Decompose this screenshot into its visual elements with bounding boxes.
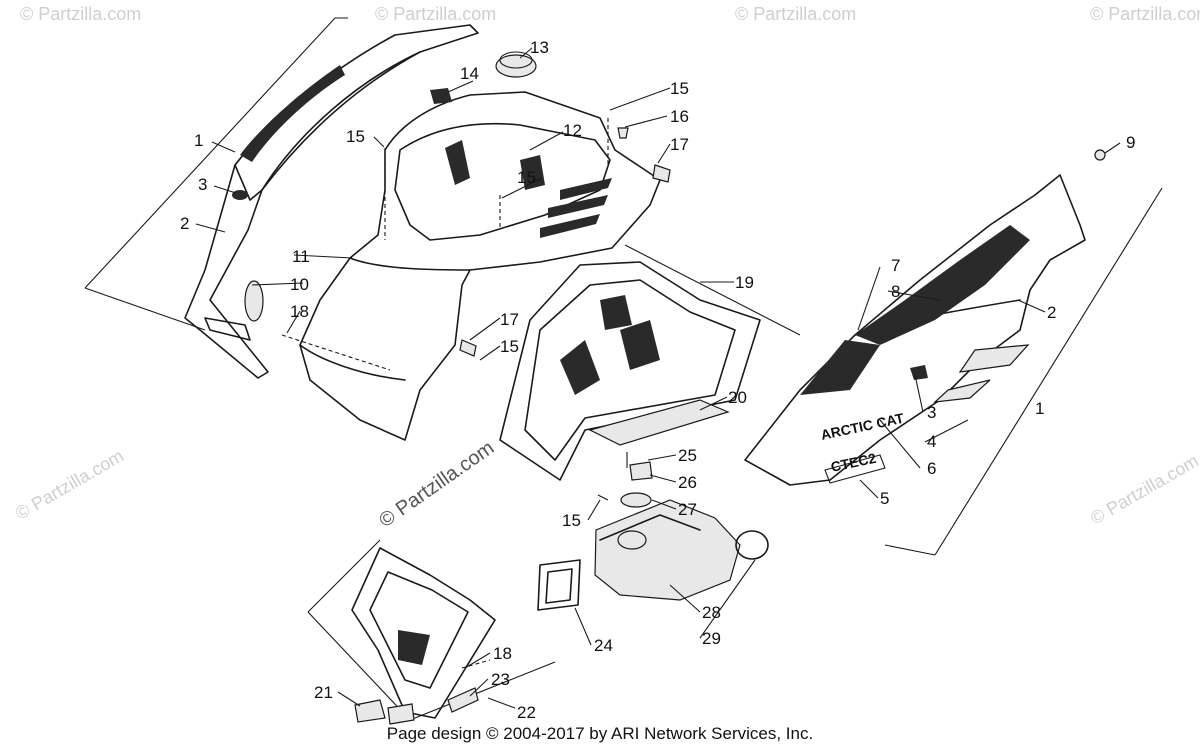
seal-27	[620, 492, 652, 508]
callout-17-mid: 17	[500, 310, 519, 329]
callout-26: 26	[678, 473, 697, 492]
callout-22: 22	[517, 703, 536, 722]
plug-14	[430, 88, 452, 104]
callout-27: 27	[678, 500, 697, 519]
right-panel-decal-4	[958, 344, 1030, 373]
callout-24: 24	[594, 636, 613, 655]
callout-20: 20	[728, 388, 747, 407]
grommet-13	[495, 54, 537, 78]
right-panel-grommet-3	[910, 365, 928, 380]
callout-10: 10	[290, 275, 309, 294]
callout-15-mid: 15	[500, 337, 519, 356]
callout-2-left: 2	[180, 214, 189, 233]
clip-9	[1094, 149, 1106, 161]
callout-6: 6	[927, 459, 936, 478]
decal-23	[447, 687, 479, 713]
storage-tray	[499, 244, 801, 481]
intake-boot-28	[594, 499, 741, 601]
callout-29: 29	[702, 629, 721, 648]
callout-3-left: 3	[198, 175, 207, 194]
clip-16	[617, 127, 629, 139]
callout-1-right: 1	[1035, 399, 1044, 418]
callout-28: 28	[702, 603, 721, 622]
callout-14: 14	[460, 64, 479, 83]
callout-5: 5	[880, 489, 889, 508]
callout-13: 13	[530, 38, 549, 57]
callout-7: 7	[891, 256, 900, 275]
left-panel-grommet-3	[232, 190, 248, 200]
callout-4: 4	[927, 432, 936, 451]
watermark-center: © Partzilla.com	[375, 437, 498, 532]
callout-15-center: 15	[517, 168, 536, 187]
watermark-top-left: © Partzilla.com	[20, 4, 141, 24]
brand-decal-6: ARCTIC CAT	[819, 410, 905, 443]
watermark-top-center-left: © Partzilla.com	[375, 4, 496, 24]
callout-15-top-right: 15	[670, 79, 689, 98]
front-hood	[281, 51, 671, 441]
callout-8: 8	[891, 282, 900, 301]
bracket-21	[354, 699, 386, 723]
callout-11: 11	[292, 247, 310, 266]
watermark-mid-left: © Partzilla.com	[12, 445, 127, 523]
callout-3-right: 3	[927, 403, 936, 422]
callout-19: 19	[735, 273, 754, 292]
callout-23: 23	[491, 670, 510, 689]
right-side-panel: ARCTIC CAT CTEC2	[744, 149, 1163, 556]
callout-labels: 1 3 2 10 18 11 14 13 12 15 15 15 16 17 1…	[180, 38, 1135, 722]
callout-15-bottom: 15	[562, 511, 581, 530]
callout-2-right: 2	[1047, 303, 1056, 322]
watermark-top-center-right: © Partzilla.com	[735, 4, 856, 24]
callout-17-top: 17	[670, 135, 689, 154]
watermark-top-right: © Partzilla.com	[1090, 4, 1200, 24]
air-intake	[537, 452, 769, 611]
left-side-panel	[84, 17, 479, 379]
left-panel-seal-10	[244, 280, 264, 322]
gasket-24	[537, 559, 581, 611]
bracket-17	[652, 164, 671, 183]
callout-15-left: 15	[346, 127, 365, 146]
lower-front-cover	[307, 539, 556, 725]
callout-18-top: 18	[290, 302, 309, 321]
callout-25: 25	[678, 446, 697, 465]
callout-18-bottom: 18	[493, 644, 512, 663]
callout-lines	[195, 47, 1121, 709]
tray-mat-20	[588, 399, 730, 446]
page-footer: Page design © 2004-2017 by ARI Network S…	[386, 724, 814, 743]
callout-16: 16	[670, 107, 689, 126]
callout-9: 9	[1126, 133, 1135, 152]
watermark-mid-right: © Partzilla.com	[1087, 450, 1200, 528]
clamp-29	[735, 530, 769, 560]
callout-1-left: 1	[194, 131, 203, 150]
fitting-26	[629, 461, 653, 481]
callout-21: 21	[314, 683, 333, 702]
callout-12: 12	[563, 121, 582, 140]
